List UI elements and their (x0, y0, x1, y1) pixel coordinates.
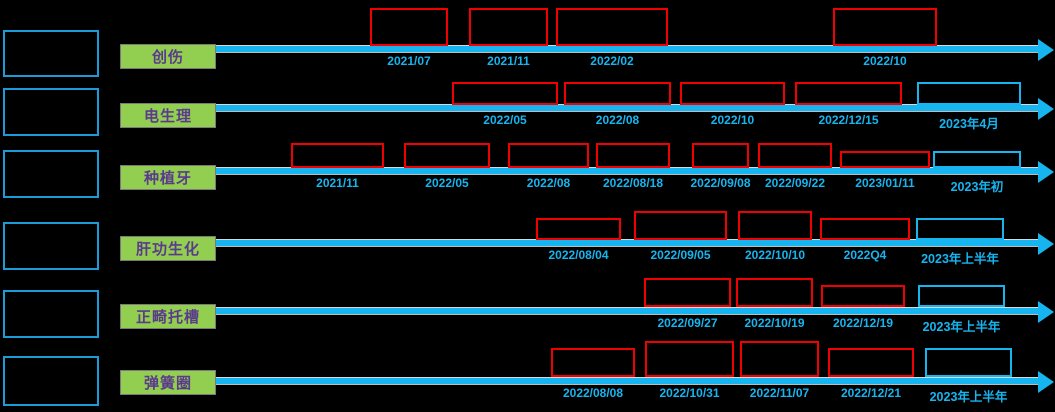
event-box-tanhuangquan-2[interactable] (740, 341, 819, 377)
event-box-tanhuangquan-1[interactable] (645, 341, 734, 377)
event-date-label-dianshengli-1: 2022/08 (595, 113, 640, 127)
event-date-label-zhongzhiya-4: 2022/09/08 (690, 176, 751, 190)
event-date-label-tanhuangquan-3: 2022/12/21 (840, 386, 902, 400)
row-placeholder-box-zhengjituocao[interactable] (3, 290, 99, 338)
timeline-axis-tanhuangquan (216, 371, 1054, 393)
event-date-label-gangongshenghua-1: 2022/09/05 (650, 248, 711, 262)
event-date-label-zhengjituocao-0: 2022/09/27 (657, 316, 718, 330)
category-label-chuangshang[interactable]: 创伤 (120, 44, 216, 69)
event-date-label-tanhuangquan-4: 2023年上半年 (929, 390, 1008, 404)
event-box-dianshengli-3[interactable] (795, 82, 902, 105)
event-date-label-zhongzhiya-1: 2022/05 (425, 176, 469, 190)
timeline-axis-zhongzhiya (216, 161, 1054, 183)
timeline-axis-chuangshang (216, 39, 1054, 61)
event-date-label-tanhuangquan-2: 2022/11/07 (749, 386, 810, 400)
event-date-label-dianshengli-4: 2023年4月 (939, 117, 999, 131)
event-box-zhongzhiya-1[interactable] (404, 143, 490, 168)
event-date-label-dianshengli-0: 2022/05 (483, 113, 527, 127)
event-box-chuangshang-1[interactable] (469, 8, 548, 46)
category-label-tanhuangquan[interactable]: 弹簧圈 (120, 370, 216, 395)
event-box-gangongshenghua-3[interactable] (820, 218, 910, 240)
event-box-chuangshang-0[interactable] (370, 8, 448, 46)
event-box-gangongshenghua-0[interactable] (536, 218, 621, 240)
event-box-gangongshenghua-4[interactable] (916, 218, 1004, 240)
event-box-dianshengli-4[interactable] (917, 82, 1021, 105)
event-date-label-gangongshenghua-2: 2022/10/10 (744, 248, 806, 262)
event-date-label-chuangshang-1: 2021/11 (487, 54, 530, 68)
event-box-zhengjituocao-1[interactable] (736, 278, 813, 307)
event-date-label-gangongshenghua-0: 2022/08/04 (548, 248, 609, 262)
event-box-zhengjituocao-2[interactable] (821, 285, 905, 307)
event-date-label-zhongzhiya-5: 2022/09/22 (764, 176, 826, 190)
event-box-zhongzhiya-0[interactable] (291, 143, 384, 168)
event-box-zhengjituocao-3[interactable] (918, 285, 1005, 307)
event-date-label-tanhuangquan-0: 2022/08/08 (562, 386, 624, 400)
event-date-label-zhengjituocao-3: 2023年上半年 (922, 320, 1001, 334)
timeline-axis-gangongshenghua (216, 233, 1054, 255)
event-box-gangongshenghua-1[interactable] (634, 211, 727, 240)
event-box-tanhuangquan-0[interactable] (551, 348, 635, 377)
event-box-zhongzhiya-6[interactable] (840, 151, 930, 168)
event-box-chuangshang-3[interactable] (833, 8, 937, 46)
row-placeholder-box-chuangshang[interactable] (3, 30, 99, 77)
event-box-zhongzhiya-5[interactable] (758, 143, 832, 168)
event-box-zhengjituocao-0[interactable] (644, 278, 731, 307)
category-label-dianshengli[interactable]: 电生理 (120, 103, 216, 128)
event-box-dianshengli-2[interactable] (680, 82, 785, 105)
event-box-zhongzhiya-7[interactable] (933, 151, 1021, 168)
event-date-label-dianshengli-2: 2022/10 (710, 113, 755, 127)
category-label-zhengjituocao[interactable]: 正畸托槽 (120, 304, 216, 329)
event-box-zhongzhiya-2[interactable] (508, 143, 589, 168)
event-box-dianshengli-1[interactable] (564, 82, 671, 105)
event-date-label-zhongzhiya-6: 2023/01/11 (855, 176, 915, 190)
row-placeholder-box-dianshengli[interactable] (3, 88, 99, 136)
event-date-label-zhengjituocao-2: 2022/12/19 (832, 316, 894, 330)
event-date-label-zhongzhiya-0: 2021/11 (316, 176, 359, 190)
event-date-label-dianshengli-3: 2022/12/15 (818, 113, 879, 127)
event-date-label-chuangshang-0: 2021/07 (387, 54, 431, 68)
row-placeholder-box-tanhuangquan[interactable] (3, 356, 99, 406)
event-date-label-chuangshang-2: 2022/02 (590, 54, 634, 68)
event-box-tanhuangquan-4[interactable] (925, 348, 1012, 377)
event-date-label-zhongzhiya-2: 2022/08 (526, 176, 571, 190)
event-date-label-zhengjituocao-1: 2022/10/19 (744, 316, 805, 330)
event-date-label-zhongzhiya-7: 2023年初 (950, 180, 1004, 194)
event-date-label-chuangshang-3: 2022/10 (863, 54, 907, 68)
event-box-chuangshang-2[interactable] (556, 8, 668, 46)
category-label-zhongzhiya[interactable]: 种植牙 (120, 165, 216, 190)
event-box-gangongshenghua-2[interactable] (738, 211, 812, 240)
event-date-label-gangongshenghua-3: 2022Q4 (843, 248, 887, 262)
event-box-zhongzhiya-4[interactable] (692, 143, 749, 168)
timeline-axis-zhengjituocao (216, 301, 1054, 323)
event-date-label-zhongzhiya-3: 2022/08/18 (602, 176, 664, 190)
event-box-zhongzhiya-3[interactable] (596, 143, 670, 168)
timeline-axis-dianshengli (216, 98, 1054, 120)
event-date-label-tanhuangquan-1: 2022/10/31 (659, 386, 720, 400)
event-date-label-gangongshenghua-4: 2023年上半年 (921, 252, 999, 266)
category-label-gangongshenghua[interactable]: 肝功生化 (120, 236, 216, 261)
event-box-tanhuangquan-3[interactable] (828, 348, 914, 377)
row-placeholder-box-gangongshenghua[interactable] (3, 222, 99, 270)
row-placeholder-box-zhongzhiya[interactable] (3, 150, 99, 198)
event-box-dianshengli-0[interactable] (452, 82, 558, 105)
